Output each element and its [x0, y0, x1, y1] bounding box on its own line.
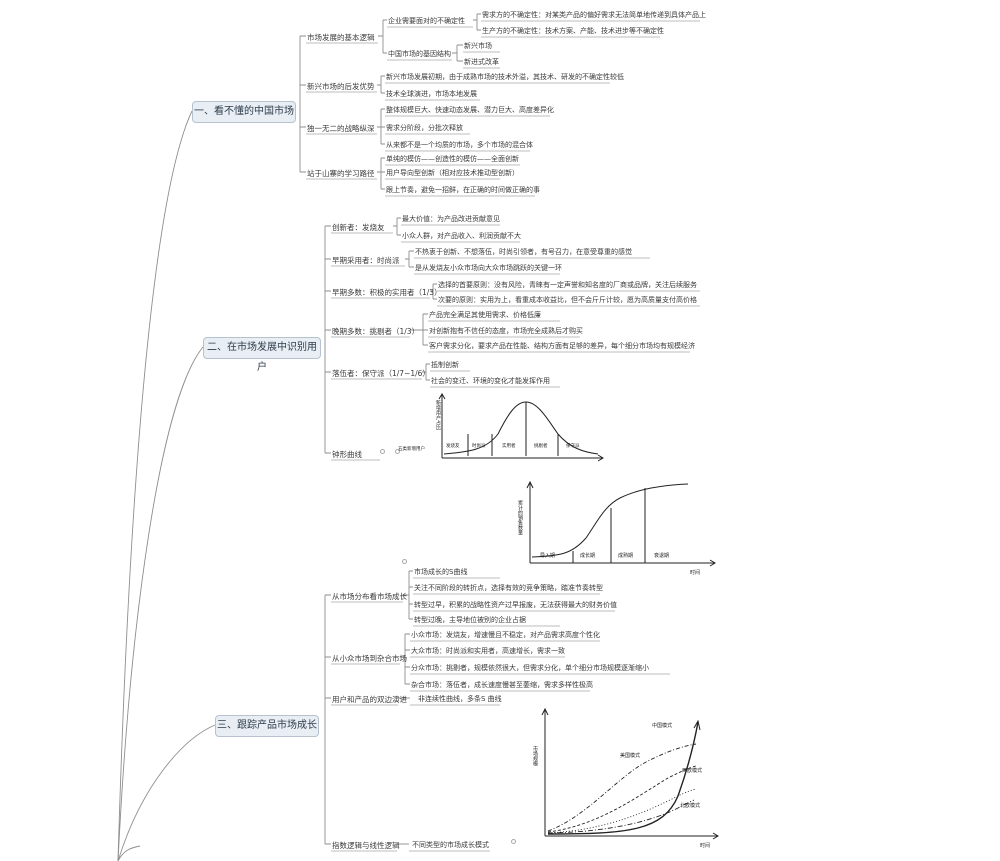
node-early-transition[interactable]: 转型过早，积累的战略性资产过早报废，无法获得最大的财务价值	[414, 601, 617, 609]
node-niche-market[interactable]: 小众市场：发烧友，增速慢且不稳定，对产品需求高度个性化	[411, 631, 600, 639]
node-hybrid-market[interactable]: 杂合市场：落伍者，成长速度慢甚至萎缩，需求多样性极高	[411, 681, 593, 689]
bell-seg-3: 实用者	[502, 442, 516, 449]
node-laggard-change[interactable]: 社会的变迁、环境的变化才能发挥作用	[431, 377, 550, 385]
branch-exponential-logic[interactable]: 指数逻辑与线性逻辑	[332, 841, 400, 850]
node-s-curve[interactable]: 市场成长的S曲线	[414, 568, 468, 576]
node-gene-structure[interactable]: 中国市场的基因结构	[388, 50, 451, 58]
s-ylabel: 累计的销售数量	[517, 500, 523, 536]
node-turning-points[interactable]: 关注不同阶段的转折点，选择有效的竞争策略，踏准节奏转型	[414, 584, 603, 592]
node-innovator-value[interactable]: 最大价值：为产品改进贡献意见	[402, 215, 500, 223]
node-innovator-niche[interactable]: 小众人群，对产品收入、利润贡献不大	[402, 232, 521, 240]
bell-seg-5: 保守派	[566, 442, 580, 449]
node-majority-primary[interactable]: 选择的首要原则：没有风险，青睐有一定声誉和知名度的厂商或品牌，关注后续服务	[438, 281, 697, 289]
topic-section-3[interactable]: 三、跟踪产品市场成长	[215, 715, 319, 737]
growth-series-china: 中国模式	[652, 722, 672, 729]
node-late-distrust[interactable]: 对创新抱有不信任的态度，市场完全成熟后才购买	[429, 327, 583, 335]
branch-early-adopters[interactable]: 早期采用者：时尚派	[332, 256, 400, 265]
branch-innovators[interactable]: 创新者：发烧友	[332, 223, 385, 232]
node-phased-demand[interactable]: 需求分阶段，分批次释放	[386, 124, 463, 132]
node-late-differentiation[interactable]: 客户需求分化，要求产品在性能、结构方面有足够的差异，每个细分市场均有规模经济	[429, 342, 695, 350]
growth-xlabel: 时间	[700, 842, 710, 849]
node-late-price[interactable]: 产品完全满足其使用需求、价格低廉	[429, 311, 541, 319]
node-majority-secondary[interactable]: 次要的原则：实用为上，看重成本收益比，但不会斤斤计较，愿为高质量支付高价格	[438, 296, 697, 304]
collapse-toggle-icon[interactable]	[511, 839, 516, 844]
node-keep-pace[interactable]: 跟上节奏，避免一招鲜，在正确的时间做正确的事	[386, 186, 540, 194]
collapse-toggle-icon[interactable]	[402, 559, 407, 564]
node-multiple-s-curves[interactable]: 非连续性曲线，多条S 曲线	[418, 695, 502, 703]
node-uncertainty[interactable]: 企业需要面对的不确定性	[388, 17, 465, 25]
node-supply-uncertainty[interactable]: 生产方的不确定性：技术方案、产能、技术进步等不确定性	[482, 27, 664, 35]
node-segmented-market[interactable]: 分众市场：挑剔者，规模依然很大，但需求分化，单个细分市场规模逐渐缩小	[411, 664, 649, 672]
branch-market-logic[interactable]: 市场发展的基本逻辑	[307, 33, 375, 42]
growth-modes-figure: 市场规模 中国模式 美国模式 西欧模式 北欧模式 时间	[532, 707, 719, 849]
branch-late-advantage[interactable]: 新兴市场的后发优势	[307, 82, 375, 91]
node-emerging-market[interactable]: 新兴市场	[464, 42, 492, 50]
branch-market-distribution[interactable]: 从市场分布看市场成长	[332, 592, 407, 601]
node-gradual-reform[interactable]: 新进式改革	[464, 58, 499, 66]
node-adopter-trend[interactable]: 不热衷于创新、不想落伍，时尚引领者，有号召力，在意受尊重的感觉	[415, 248, 632, 256]
node-tech-spillover[interactable]: 新兴市场发展初期，由于成熟市场的技术外溢，其技术、研发的不确定性较低	[386, 73, 624, 81]
node-adopter-bridge[interactable]: 是从发烧友小众市场向大众市场跳跃的关键一环	[415, 264, 562, 272]
branch-early-majority[interactable]: 早期多数：积极的实用者（1/3）	[332, 288, 442, 297]
s-phase-3: 成熟期	[618, 552, 633, 559]
bell-curve-figure: 新增用户占比 五类新增用户 发烧友 时尚派 实用者 挑剔者 保守派	[398, 393, 604, 462]
s-phase-2: 成长期	[580, 552, 595, 559]
node-mixed-market[interactable]: 从来都不是一个均质的市场，多个市场的混合体	[386, 141, 533, 149]
branch-bell-curve[interactable]: 钟形曲线	[332, 450, 362, 459]
bell-ylabel: 新增用户占比	[435, 399, 441, 431]
s-phase-4: 衰退期	[654, 552, 669, 559]
branch-strategic-depth[interactable]: 独一无二的战略纵深	[307, 124, 375, 133]
bell-xlabel: 五类新增用户	[398, 445, 425, 452]
node-late-transition[interactable]: 转型过晚，主导地位被别的企业占据	[414, 616, 526, 624]
s-xlabel: 时间	[690, 569, 700, 576]
node-user-innovation[interactable]: 用户导向型创新（相对应技术推动型创新）	[386, 169, 519, 177]
node-growth-modes[interactable]: 不同类型的市场成长模式	[412, 841, 489, 849]
branch-late-majority[interactable]: 晚期多数：挑剔者（1/3）	[332, 327, 420, 336]
bell-seg-2: 时尚派	[472, 442, 486, 449]
node-imitation[interactable]: 单纯的模仿——创造性的模仿——全面创新	[386, 155, 519, 163]
s-curve-figure: 累计的销售数量 导入期 成长期 成熟期 衰退期 时间	[517, 480, 716, 576]
bell-seg-4: 挑剔者	[534, 442, 548, 449]
bell-seg-1: 发烧友	[446, 442, 460, 449]
collapse-toggle-icon[interactable]	[395, 449, 400, 454]
node-huge-scale[interactable]: 整体规模巨大、快速动态发展、潜力巨大、高度差异化	[386, 106, 554, 114]
s-phase-1: 导入期	[540, 553, 555, 559]
topic-section-1[interactable]: 一、看不懂的中国市场	[192, 101, 296, 123]
topic-section-2[interactable]: 二、在市场发展中识别用户	[203, 337, 321, 373]
branch-bilateral-evolution[interactable]: 用户和产品的双边演进	[332, 695, 407, 704]
branch-laggards[interactable]: 落伍者：保守派（1/7~1/6）	[332, 369, 430, 378]
branch-learning-path[interactable]: 站于山寨的学习路径	[307, 169, 375, 178]
node-laggard-resist[interactable]: 抵制创新	[431, 361, 459, 369]
growth-ylabel: 市场规模	[532, 745, 538, 767]
collapse-toggle-icon[interactable]	[380, 449, 385, 454]
growth-series-us: 美国模式	[620, 752, 640, 759]
branch-niche-to-hybrid[interactable]: 从小众市场到杂合市场	[332, 654, 407, 663]
node-tech-global[interactable]: 技术全球演进，市场本地发展	[386, 90, 477, 98]
node-mass-market[interactable]: 大众市场：时尚派和实用者，高速增长，需求一致	[411, 647, 565, 655]
growth-series-north-europe: 北欧模式	[680, 802, 700, 809]
node-demand-uncertainty[interactable]: 需求方的不确定性：对某类产品的偏好需求无法简单地传递到具体产品上	[482, 11, 706, 19]
growth-series-west-europe: 西欧模式	[682, 767, 702, 774]
